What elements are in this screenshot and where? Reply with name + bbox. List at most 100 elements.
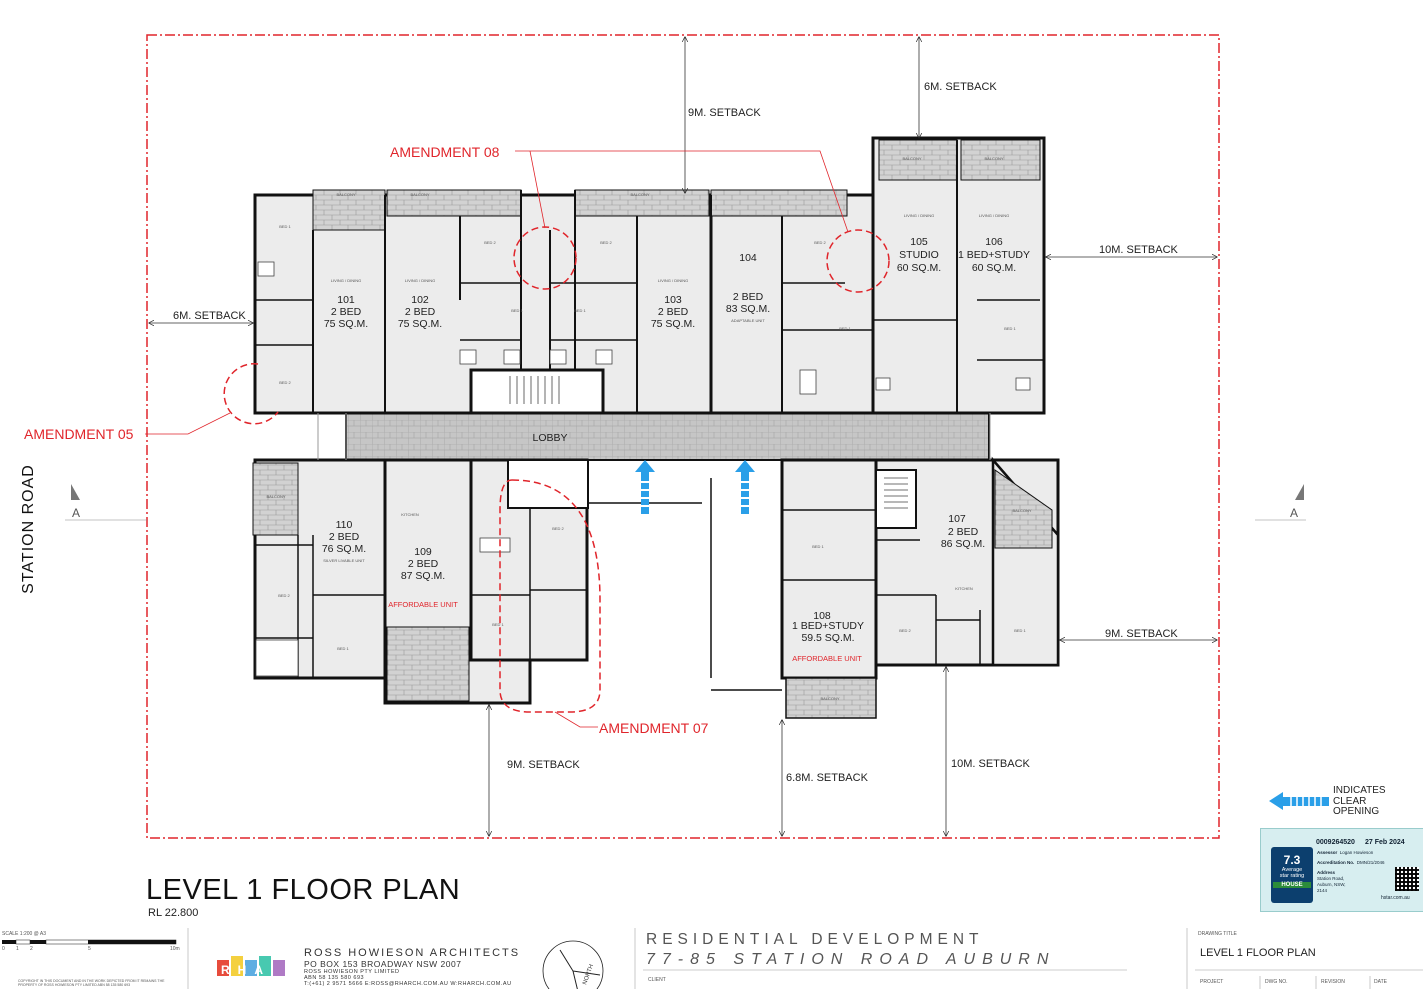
- south-west-wing: [252, 458, 589, 705]
- svg-text:BED 2: BED 2: [814, 240, 826, 245]
- svg-text:BED 1: BED 1: [492, 622, 504, 627]
- client-label: CLIENT: [648, 977, 666, 983]
- svg-text:BALCONY: BALCONY: [630, 192, 649, 197]
- energy-rating-certificate: 0009264520 27 Feb 2024 7.3 Average star …: [1260, 828, 1423, 912]
- svg-text:BED 1: BED 1: [337, 646, 349, 651]
- unit-label-106: 106 1 BED+STUDY 60 SQ.M.: [958, 236, 1030, 274]
- title-block-lines: [187, 928, 1423, 989]
- star-rating-label: Average: [1281, 867, 1303, 873]
- unit-label-110: 110 2 BED 76 SQ.M. SILVER LIVABLE UNIT: [322, 519, 366, 563]
- address-line-1: Station Road,: [1317, 876, 1345, 881]
- svg-text:BED 1: BED 1: [1004, 326, 1016, 331]
- svg-text:BALCONY: BALCONY: [336, 192, 355, 197]
- setback-west: 6M. SETBACK: [173, 310, 246, 322]
- svg-text:KITCHEN: KITCHEN: [401, 512, 419, 517]
- svg-text:60 SQ.M.: 60 SQ.M.: [972, 262, 1016, 274]
- svg-text:BALCONY: BALCONY: [984, 156, 1003, 161]
- setback-south-middle: 6.8M. SETBACK: [786, 772, 869, 784]
- svg-text:2 BED: 2 BED: [658, 306, 689, 318]
- architect-logo: RHA: [217, 956, 285, 977]
- field-project: PROJECT: [1200, 979, 1224, 985]
- svg-text:LIVING / DINING: LIVING / DINING: [331, 278, 361, 283]
- svg-text:A: A: [72, 506, 80, 520]
- certificate-site: hstar.com.au: [1381, 895, 1410, 901]
- amendment-07-label: AMENDMENT 07: [599, 720, 709, 736]
- unit-label-104: 104 2 BED 83 SQ.M. ADAPTABLE UNIT: [726, 252, 770, 323]
- south-east-wing: [780, 456, 1060, 719]
- accreditation-line: Accreditation No. DMN/21/2046: [1317, 860, 1385, 865]
- address-line-2: Auburn, NSW,: [1317, 882, 1346, 887]
- star-rating-badge: 7.3 Average star rating HOUSE: [1271, 847, 1313, 903]
- setback-south-east: 10M. SETBACK: [951, 758, 1031, 770]
- clear-opening-legend-arrow: [1269, 792, 1329, 810]
- project-address: 77-85 STATION ROAD AUBURN: [646, 951, 1056, 968]
- svg-text:LIVING / DINING: LIVING / DINING: [405, 278, 435, 283]
- street-name: STATION ROAD: [19, 464, 37, 594]
- setback-east-lower: 9M. SETBACK: [1105, 628, 1178, 640]
- svg-text:1 BED+STUDY: 1 BED+STUDY: [958, 249, 1030, 261]
- svg-text:1 BED+STUDY: 1 BED+STUDY: [792, 620, 864, 632]
- svg-text:STUDIO: STUDIO: [899, 249, 939, 261]
- svg-text:2 BED: 2 BED: [331, 306, 362, 318]
- qr-code: [1395, 867, 1419, 891]
- svg-text:KITCHEN: KITCHEN: [955, 586, 973, 591]
- svg-text:75 SQ.M.: 75 SQ.M.: [651, 318, 695, 330]
- architect-address: PO BOX 153 BROADWAY NSW 2007 ROSS HOWIES…: [304, 959, 512, 987]
- address-line-3: 2144: [1317, 888, 1328, 893]
- architect-name: ROSS HOWIESON ARCHITECTS: [304, 947, 521, 959]
- svg-text:BALCONY: BALCONY: [266, 494, 285, 499]
- reduced-level: RL 22.800: [148, 907, 199, 919]
- room-labels: BED 1 BED 2 BALCONY LIVING / DINING BALC…: [266, 156, 1031, 701]
- setback-south-west: 9M. SETBACK: [507, 759, 580, 771]
- svg-text:BED 2: BED 2: [484, 240, 496, 245]
- unit-label-105: 105 STUDIO 60 SQ.M.: [897, 236, 941, 274]
- svg-text:AFFORDABLE UNIT: AFFORDABLE UNIT: [388, 600, 458, 609]
- unit-label-109: 109 2 BED 87 SQ.M. AFFORDABLE UNIT: [388, 546, 458, 609]
- svg-text:107: 107: [948, 513, 966, 525]
- field-date: DATE: [1374, 979, 1387, 985]
- svg-text:106: 106: [985, 236, 1003, 248]
- star-rating-value: 7.3: [1283, 853, 1301, 867]
- svg-text:A: A: [1290, 506, 1298, 520]
- drawing-title: LEVEL 1 FLOOR PLAN: [146, 874, 461, 906]
- svg-text:SILVER LIVABLE UNIT: SILVER LIVABLE UNIT: [323, 558, 365, 563]
- setback-east-upper: 10M. SETBACK: [1099, 244, 1179, 256]
- scale-bar: [2, 939, 177, 945]
- setback-dimensions: [149, 37, 1217, 836]
- field-dwg-no: DWG NO.: [1265, 979, 1288, 985]
- svg-text:NORTH: NORTH: [582, 964, 595, 986]
- svg-text:109: 109: [414, 546, 432, 558]
- unit-label-107: 107 2 BED 86 SQ.M.: [941, 513, 985, 550]
- svg-text:105: 105: [910, 236, 928, 248]
- svg-text:BALCONY: BALCONY: [1012, 508, 1031, 513]
- svg-text:BALCONY: BALCONY: [902, 156, 921, 161]
- svg-text:75 SQ.M.: 75 SQ.M.: [324, 318, 368, 330]
- scale-tick-10: 10m: [170, 946, 180, 952]
- house-label: HOUSE: [1273, 882, 1311, 888]
- certificate-number: 0009264520: [1316, 839, 1355, 846]
- svg-text:BED 1: BED 1: [1014, 628, 1026, 633]
- scale-tick-5: 5: [88, 946, 91, 952]
- svg-text:AFFORDABLE UNIT: AFFORDABLE UNIT: [792, 654, 862, 663]
- svg-text:101: 101: [337, 294, 355, 306]
- lobby-label: LOBBY: [532, 432, 567, 444]
- svg-text:BED 2: BED 2: [600, 240, 612, 245]
- svg-text:LIVING / DINING: LIVING / DINING: [979, 213, 1009, 218]
- svg-text:108: 108: [813, 610, 831, 622]
- unit-label-101: 101 2 BED 75 SQ.M.: [324, 294, 368, 330]
- svg-text:LIVING / DINING: LIVING / DINING: [904, 213, 934, 218]
- svg-text:87 SQ.M.: 87 SQ.M.: [401, 570, 445, 582]
- svg-text:2 BED: 2 BED: [405, 306, 436, 318]
- scale-tick-2: 2: [30, 946, 33, 952]
- svg-text:76 SQ.M.: 76 SQ.M.: [322, 543, 366, 555]
- north-wing: [253, 136, 1046, 415]
- certificate-date: 27 Feb 2024: [1365, 839, 1405, 846]
- copyright-note: COPYRIGHT IN THIS DOCUMENT AND IN THE WO…: [18, 979, 165, 987]
- star-rating-sub: star rating: [1279, 873, 1305, 879]
- svg-text:86 SQ.M.: 86 SQ.M.: [941, 538, 985, 550]
- setback-north-east: 6M. SETBACK: [924, 81, 997, 93]
- clear-opening-legend-text: INDICATES CLEAR OPENING: [1333, 785, 1386, 817]
- site-boundary: [146, 34, 1220, 839]
- svg-text:BED 1: BED 1: [279, 224, 291, 229]
